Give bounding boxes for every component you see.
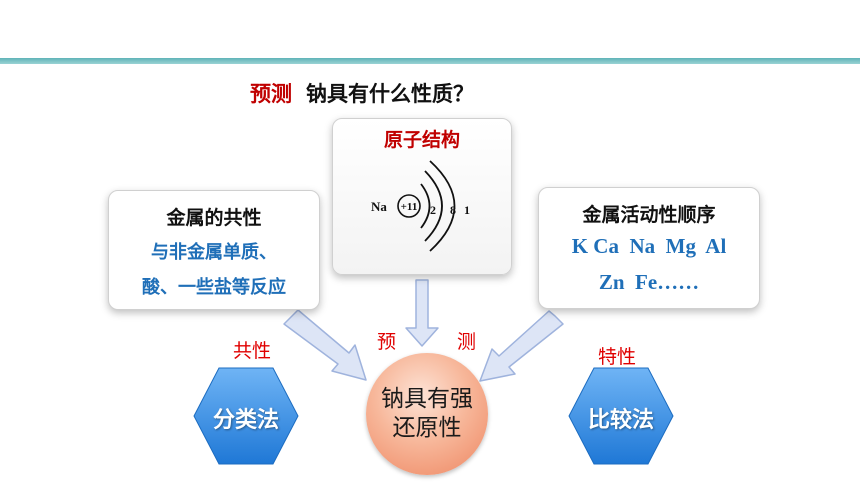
predict-label-2: 测 xyxy=(457,331,477,353)
shell-count-2: 8 xyxy=(450,203,456,217)
right-card-line2: Zn Fe…… xyxy=(598,270,700,294)
predict-label-1: 预 xyxy=(377,331,397,353)
hexagon-shape-left xyxy=(193,367,299,465)
atomic-structure-card: 原子结构 Na +11 2 8 1 xyxy=(332,118,512,275)
metal-commonality-card: 金属的共性 与非金属单质、 酸、一些盐等反应 xyxy=(108,190,320,310)
left-card-line2: 酸、一些盐等反应 xyxy=(142,277,286,298)
shell-arc-3 xyxy=(429,160,456,252)
conclusion-line1: 钠具有强 xyxy=(381,386,473,412)
nucleus-charge: +11 xyxy=(401,201,418,213)
atom-diagram: Na +11 2 8 1 xyxy=(371,160,470,252)
right-card-heading: 金属活动性顺序 xyxy=(582,204,716,226)
activity-series-card: 金属活动性顺序 K Ca Na Mg Al Zn Fe…… xyxy=(538,187,760,309)
arrow-down xyxy=(405,279,439,347)
classification-method-hexagon: 分类法 xyxy=(192,366,300,466)
atom-symbol: Na xyxy=(371,199,387,214)
left-card-line1: 与非金属单质、 xyxy=(151,242,277,263)
shell-arc-1 xyxy=(420,183,431,229)
classification-method-label: 分类法 xyxy=(212,408,279,433)
right-card-line1: K Ca Na Mg Al xyxy=(571,234,727,258)
title-prefix: 预测 xyxy=(250,82,292,106)
header-divider xyxy=(0,58,860,64)
common-label: 共性 xyxy=(233,340,272,362)
conclusion-circle: 钠具有强 还原性 xyxy=(366,353,488,475)
hexagon-shape-right xyxy=(568,367,674,465)
shell-arc-2 xyxy=(424,170,443,242)
arrow-right xyxy=(479,310,564,382)
page-title: 预测钠具有什么性质？ xyxy=(250,78,474,108)
arrow-left xyxy=(283,309,367,381)
shell-count-1: 2 xyxy=(430,203,436,217)
center-card-heading: 原子结构 xyxy=(383,129,460,151)
conclusion-line2: 还原性 xyxy=(392,415,462,441)
special-label: 特性 xyxy=(598,346,637,368)
comparison-method-label: 比较法 xyxy=(587,408,654,433)
shell-count-3: 1 xyxy=(464,203,470,217)
left-card-heading: 金属的共性 xyxy=(166,207,262,229)
title-question: 钠具有什么性质？ xyxy=(306,82,474,106)
nucleus-circle xyxy=(397,194,421,218)
comparison-method-hexagon: 比较法 xyxy=(567,366,675,466)
